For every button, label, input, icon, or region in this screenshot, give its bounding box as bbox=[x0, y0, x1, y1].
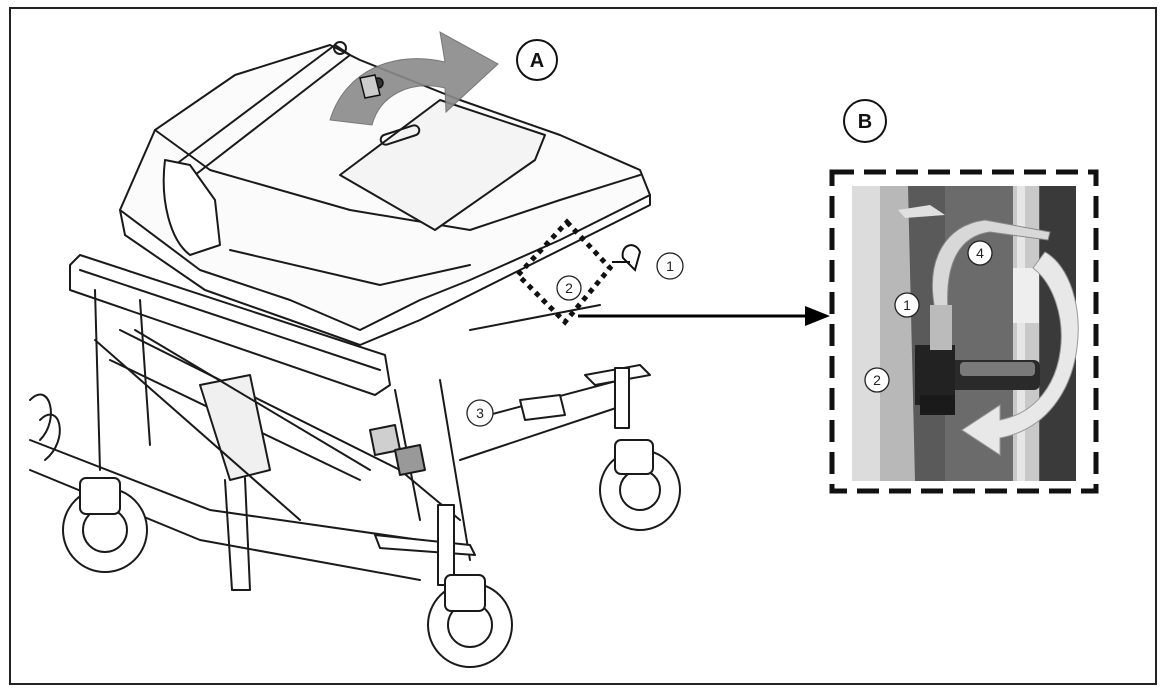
callout-b-1: 1 bbox=[894, 292, 920, 318]
svg-text:2: 2 bbox=[565, 280, 573, 296]
svg-text:2: 2 bbox=[873, 372, 881, 388]
latch-mechanism bbox=[359, 74, 384, 99]
curved-arrow-icon bbox=[961, 251, 1079, 456]
svg-text:1: 1 bbox=[903, 297, 911, 313]
svg-text:4: 4 bbox=[976, 245, 984, 261]
panel-label-b: B bbox=[843, 99, 887, 143]
callout-a-3: 3 bbox=[466, 399, 494, 427]
panel-label-a: A bbox=[516, 39, 558, 81]
locking-lever-photo bbox=[852, 186, 1079, 481]
caster-wheels bbox=[62, 439, 681, 668]
hook-part bbox=[612, 244, 642, 272]
callout-b-2: 2 bbox=[864, 367, 890, 393]
stretcher-drawing bbox=[29, 41, 651, 591]
svg-text:A: A bbox=[530, 50, 544, 72]
callout-a-1: 1 bbox=[656, 252, 684, 280]
curved-arrow-icon bbox=[329, 31, 499, 126]
callout-b-4: 4 bbox=[967, 240, 993, 266]
detail-highlight-box bbox=[514, 218, 614, 326]
right-arrow-icon bbox=[578, 306, 830, 326]
svg-text:1: 1 bbox=[666, 258, 674, 274]
svg-text:3: 3 bbox=[476, 405, 484, 421]
svg-text:B: B bbox=[858, 111, 872, 133]
detail-frame bbox=[829, 169, 1099, 494]
callout-a-2: 2 bbox=[556, 275, 582, 301]
